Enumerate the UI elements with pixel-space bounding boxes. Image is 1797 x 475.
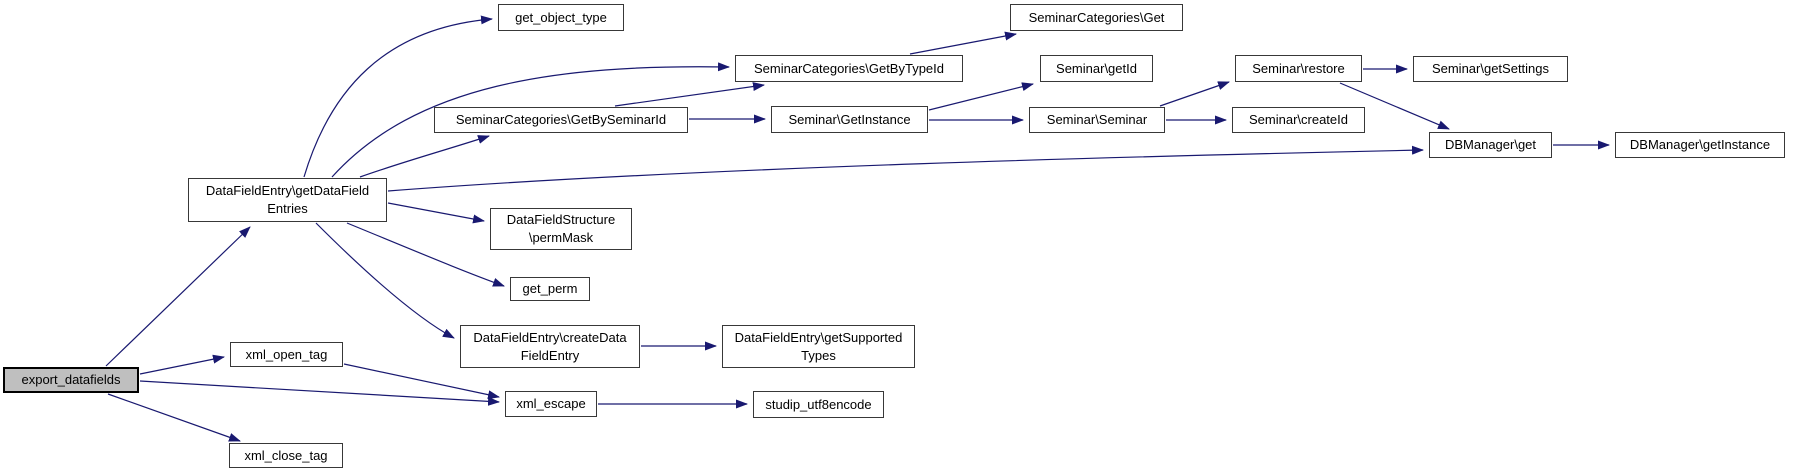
graph-node-label: Seminar\createId [1249,112,1348,128]
graph-node-seminar_createid[interactable]: Seminar\createId [1232,107,1365,133]
edge-seminar_seminar-to-seminar_restore [1159,81,1230,107]
edge-getdatafieldentries-to-get_object_type [303,15,493,178]
graph-node-label: DataFieldStructure [506,212,616,228]
graph-node-seminar_restore[interactable]: Seminar\restore [1235,55,1362,82]
graph-node-label: Entries [267,201,308,216]
graph-node-label: DBManager\get [1444,137,1537,153]
graph-node-getinstance[interactable]: Seminar\GetInstance [771,106,928,133]
graph-node-label: xml_open_tag [245,346,328,362]
graph-node-xml_escape[interactable]: xml_escape [505,391,597,417]
graph-node-seminar_getsettings[interactable]: Seminar\getSettings [1413,56,1568,82]
graph-node-label: Seminar\getSettings [1431,61,1550,77]
edge-getinstance-to-seminar_getid [928,82,1034,111]
graph-node-label: get_perm [522,281,578,297]
graph-node-studip_utf8encode[interactable]: studip_utf8encode [753,391,884,418]
graph-node-xml_open_tag[interactable]: xml_open_tag [230,342,343,367]
edge-getdatafieldentries-to-createdatafieldentry [315,222,455,339]
graph-node-label: xml_close_tag [244,447,328,463]
edge-export_datafields-to-xml_open_tag [139,354,225,375]
graph-node-label: DataFieldEntry\getDataField [205,183,370,199]
edge-export_datafields-to-xml_close_tag [107,393,241,442]
edge-getdatafieldentries-to-dbmanager_get [387,145,1424,192]
graph-node-xml_close_tag[interactable]: xml_close_tag [229,443,343,468]
graph-node-label: SeminarCategories\Get [1028,9,1165,25]
edge-getdatafieldentries-to-getbytypeid [331,62,730,178]
graph-node-seminarcategories_get[interactable]: SeminarCategories\Get [1010,4,1183,31]
edge-getdatafieldentries-to-getbyseminarid [359,135,490,178]
graph-node-label: \permMask [528,230,594,245]
graph-node-label: Seminar\getId [1056,60,1137,76]
graph-node-getbytypeid[interactable]: SeminarCategories\GetByTypeId [735,55,963,82]
edge-getdatafieldentries-to-get_perm [346,222,505,287]
edge-getbytypeid-to-seminarcategories_get [909,31,1017,55]
graph-node-getbyseminarid[interactable]: SeminarCategories\GetBySeminarId [434,107,688,133]
graph-node-get_perm[interactable]: get_perm [510,277,590,301]
graph-node-label: Seminar\GetInstance [788,111,911,127]
graph-node-label: FieldEntry [520,347,580,363]
graph-node-label: Seminar\Seminar [1046,112,1148,128]
graph-node-label: xml_escape [516,396,586,412]
edge-getbyseminarid-to-getbytypeid [614,82,765,107]
graph-node-label: SeminarCategories\GetByTypeId [753,60,945,76]
graph-node-export_datafields[interactable]: export_datafields [3,367,139,393]
edge-export_datafields-to-getdatafieldentries [105,226,251,367]
graph-node-label: DataFieldEntry\getSupported [734,329,903,345]
edge-seminar_restore-to-dbmanager_get [1339,82,1450,130]
graph-node-label: studip_utf8encode [765,396,872,412]
graph-node-dbmanager_get[interactable]: DBManager\get [1429,132,1552,158]
graph-node-label: DBManager\getInstance [1629,137,1771,153]
graph-node-label: Seminar\restore [1252,60,1345,76]
graph-node-seminar_getid[interactable]: Seminar\getId [1040,55,1153,82]
graph-node-label: export_datafields [21,372,121,388]
graph-node-label: Types [801,347,836,363]
graph-node-label: get_object_type [515,9,607,25]
edge-export_datafields-to-xml_escape [139,380,500,406]
graph-node-label: DataFieldEntry\createData [473,329,627,345]
graph-node-label: SeminarCategories\GetBySeminarId [455,112,667,128]
graph-node-permmask[interactable]: DataFieldStructure \permMask [490,208,632,250]
edge-xml_open_tag-to-xml_escape [343,363,500,400]
edge-getdatafieldentries-to-permmask [387,202,485,224]
graph-node-seminar_seminar[interactable]: Seminar\Seminar [1029,107,1165,133]
graph-node-get_object_type[interactable]: get_object_type [498,4,624,31]
graph-node-dbmanager_getinstance[interactable]: DBManager\getInstance [1615,132,1785,158]
